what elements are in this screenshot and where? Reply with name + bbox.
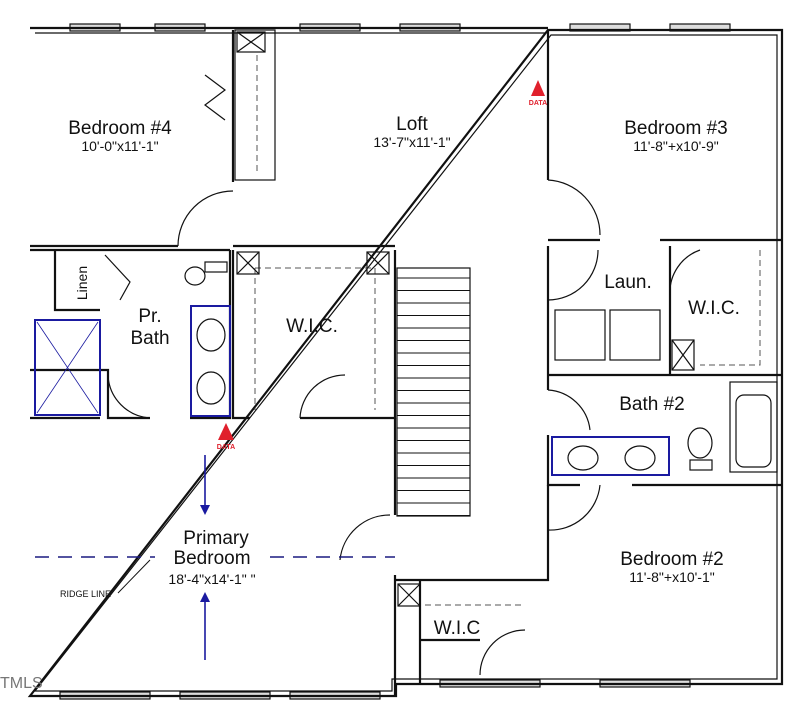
double-vanity	[190, 305, 231, 417]
staircase	[396, 267, 471, 517]
shower	[34, 319, 101, 416]
svg-text:DATA: DATA	[529, 100, 547, 107]
data-marker: DATA	[529, 80, 547, 107]
ridge-line	[35, 455, 395, 660]
room-dims-bedroom3: 11'-8"+x10'-9"	[633, 138, 718, 154]
room-label-bath2: Bath #2	[619, 394, 685, 415]
room-label-pr-bath-2: Bath	[130, 328, 169, 349]
room-label-bedroom4: Bedroom #4	[68, 118, 172, 139]
room-label-primary-2: Bedroom	[173, 548, 250, 569]
doors	[104, 74, 701, 676]
room-label-pr-bath-1: Pr.	[138, 306, 161, 327]
svg-text:DATA: DATA	[217, 444, 235, 451]
room-label-wic-bed3: W.I.C.	[688, 298, 740, 319]
room-label-loft: Loft	[396, 114, 428, 135]
room-label-wic-bed2: W.I.C	[434, 618, 480, 639]
fixtures	[34, 261, 778, 476]
toilet	[184, 266, 206, 286]
room-dims-bedroom4: 10'-0"x11'-1"	[81, 138, 158, 154]
room-dims-primary: 18'-4"x14'-1" "	[168, 571, 255, 587]
watermark: TMLS	[0, 675, 43, 692]
room-dims-bedroom2: 11'-8"+x10'-1"	[629, 569, 714, 585]
ridge-line-label: RIDGE LINE	[60, 589, 111, 599]
closet-shelves	[234, 29, 761, 607]
room-label-bedroom2: Bedroom #2	[620, 549, 724, 570]
room-label-wic-primary: W.I.C.	[286, 316, 338, 337]
room-label-bedroom3: Bedroom #3	[624, 118, 728, 139]
data-marker: DATA	[217, 423, 235, 451]
room-label-linen: Linen	[74, 266, 90, 300]
room-label-primary-1: Primary	[183, 528, 249, 549]
room-label-laundry: Laun.	[604, 272, 652, 293]
interior-walls	[30, 30, 782, 696]
room-dims-loft: 13'-7"x11'-1"	[373, 134, 450, 150]
bath2-vanity	[551, 436, 670, 476]
bathtub	[729, 381, 778, 473]
